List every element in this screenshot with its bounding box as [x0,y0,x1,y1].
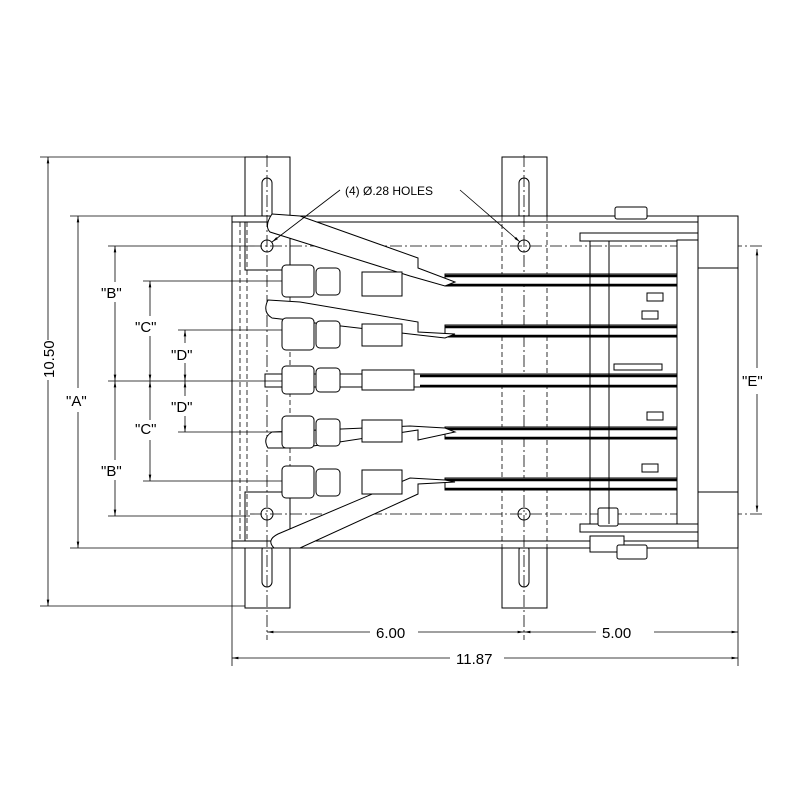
dim-e-label: "E" [742,373,763,390]
dim-overall-length-label: 11.87 [456,651,492,668]
dim-a: "A" [66,216,87,548]
dim-c-lower-label: "C" [135,421,156,438]
holes-callout-label: (4) Ø.28 HOLES [345,184,433,198]
dim-d: "D" "D" [171,330,192,432]
holes-callout: (4) Ø.28 HOLES [271,184,521,243]
dim-d-upper-label: "D" [171,347,192,364]
dim-c-upper-label: "C" [135,319,156,336]
dim-overall-height-label: 10.50 [41,340,58,378]
dim-hole-to-end-label: 5.00 [602,625,631,642]
dim-a-label: "A" [66,393,87,410]
dim-hole-spacing: 6.00 [267,625,524,642]
lever-rods [264,206,739,560]
dim-b-lower-label: "B" [101,463,122,480]
dim-e: "E" [742,249,763,512]
extension-lines [40,156,739,666]
dim-d-lower-label: "D" [171,399,192,416]
dim-hole-to-end: 5.00 [524,625,738,642]
dim-overall-length: 11.87 [232,651,738,668]
dim-b-upper-label: "B" [101,285,122,302]
dim-overall-height: 10.50 [41,157,58,606]
dim-b: "B" "B" [101,246,122,516]
dim-c: "C" "C" [135,281,156,481]
dim-hole-spacing-label: 6.00 [376,625,405,642]
